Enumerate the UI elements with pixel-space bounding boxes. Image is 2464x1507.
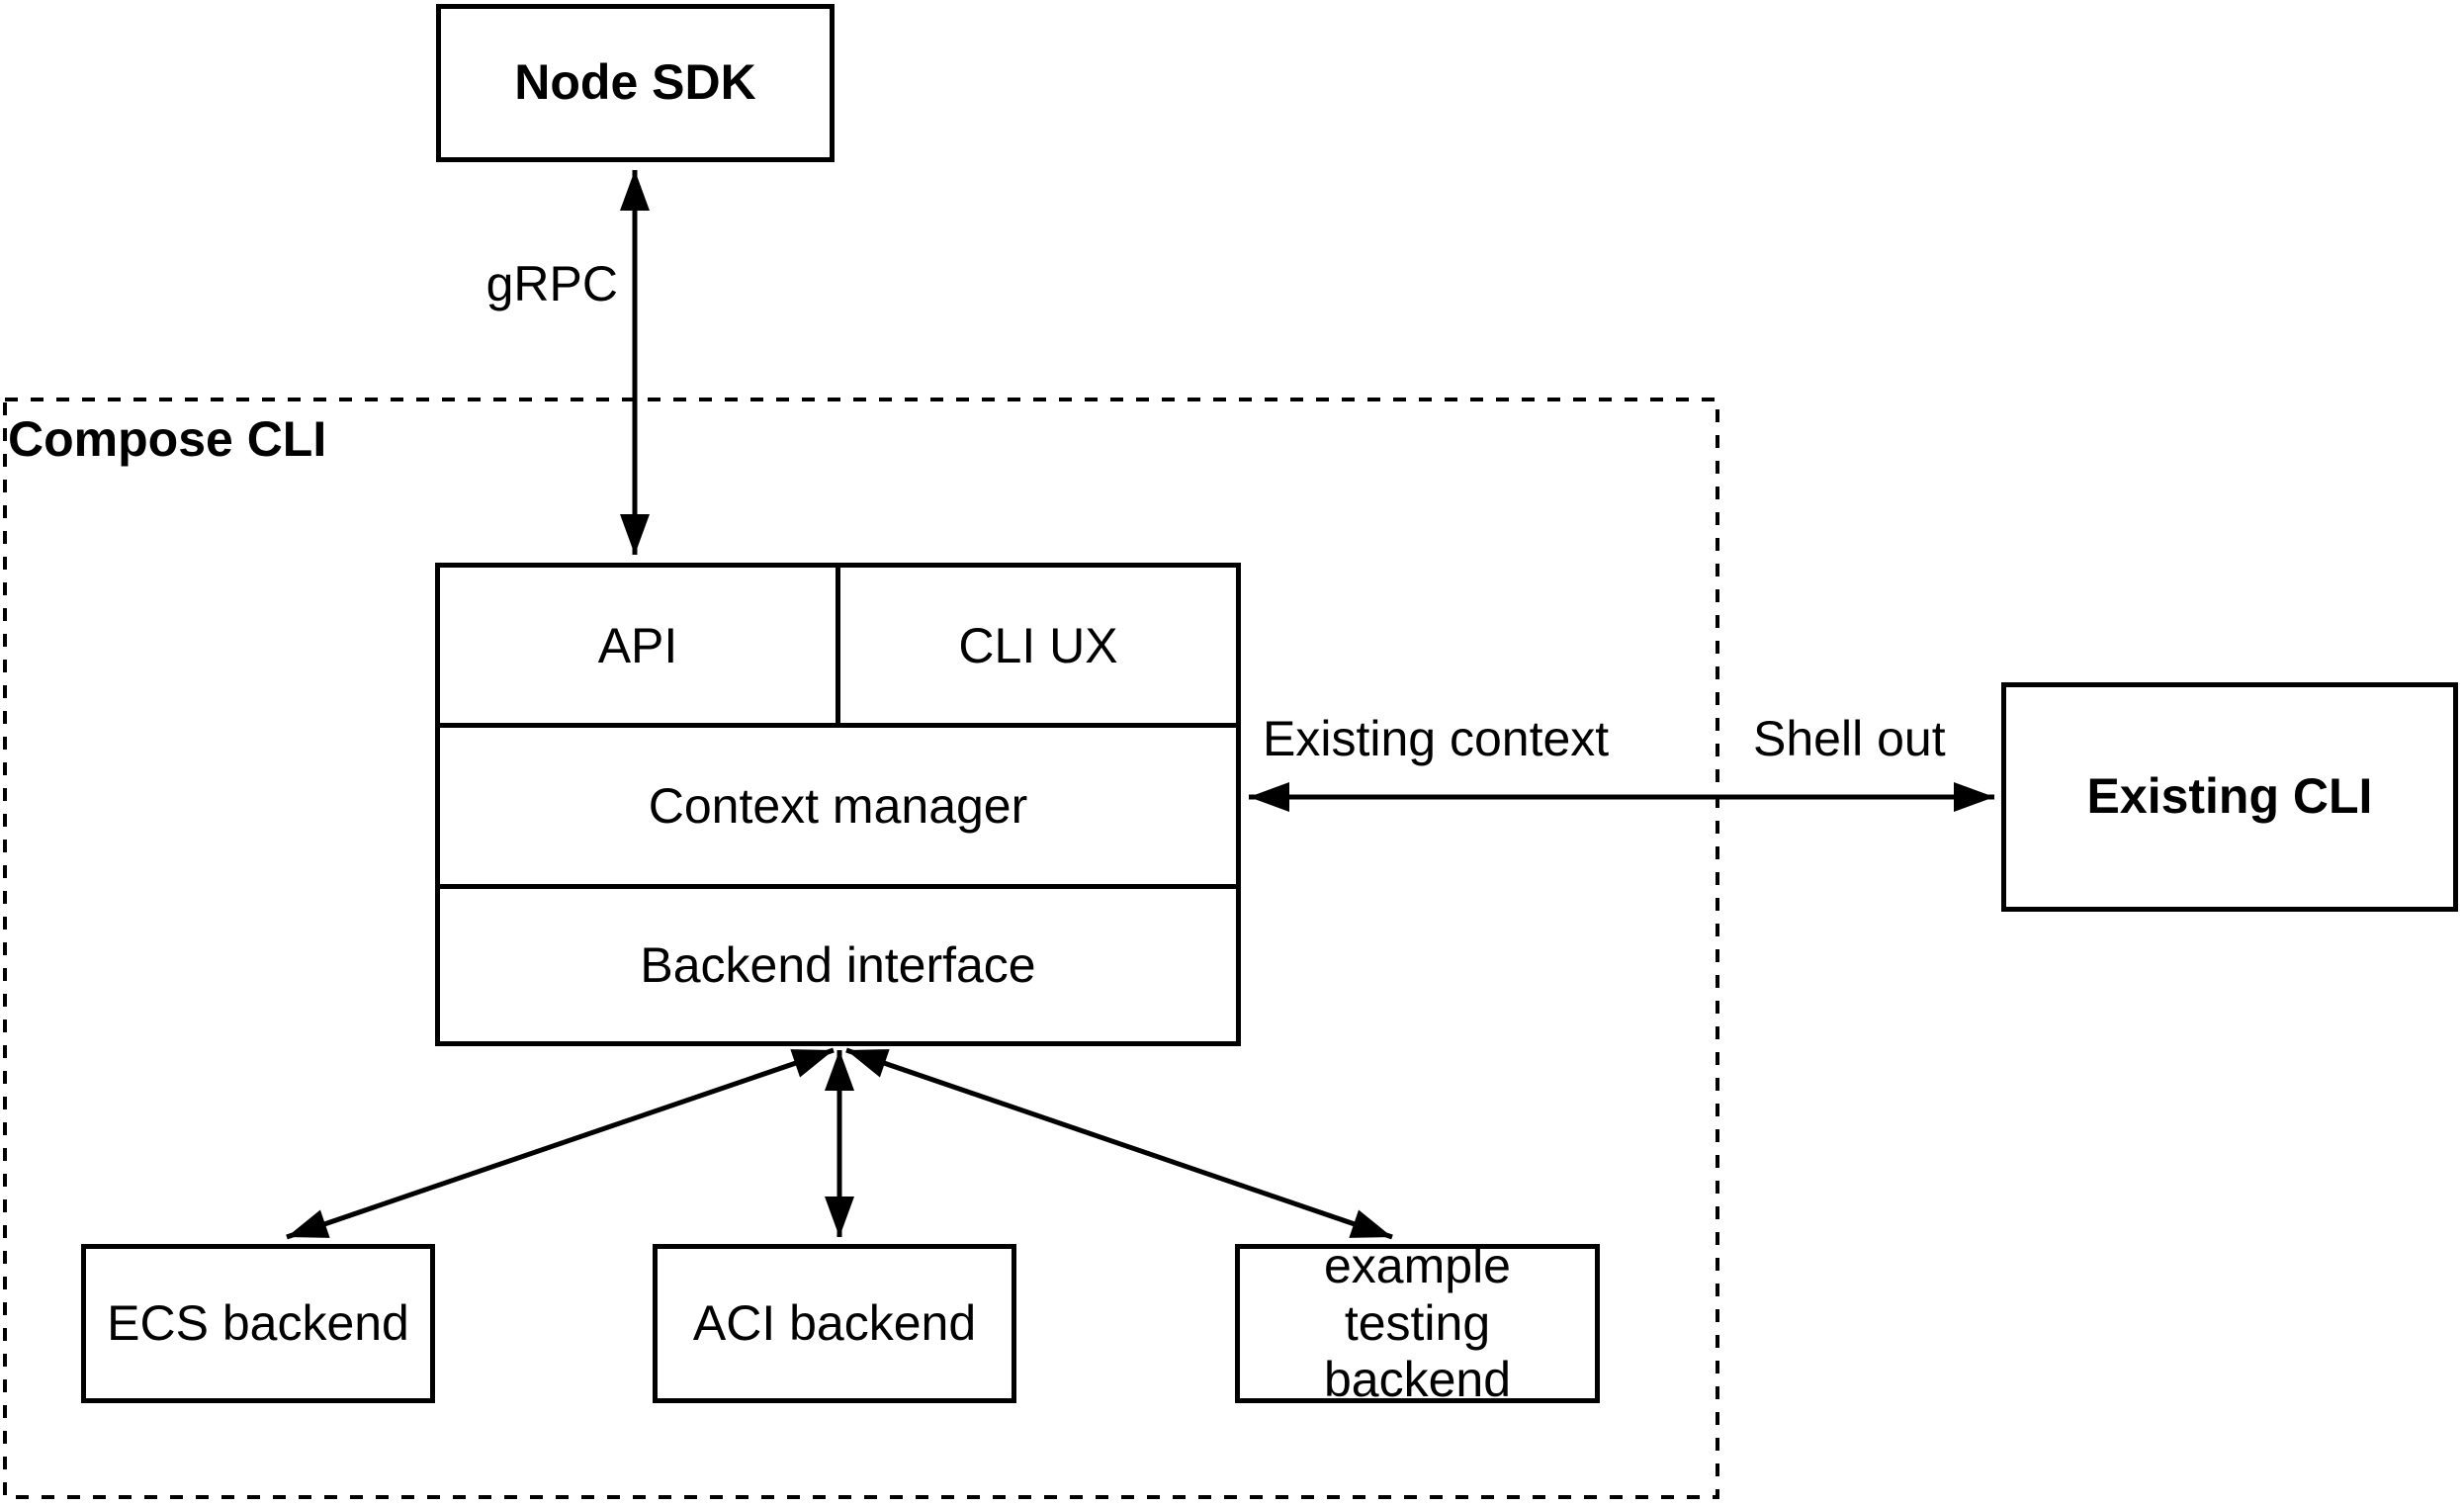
cli-ux-box: CLI UX — [840, 568, 1236, 723]
context-manager-label: Context manager — [648, 778, 1028, 834]
node-sdk-label: Node SDK — [514, 54, 756, 111]
api-label: API — [597, 617, 678, 673]
compose-cli-stack-box: API CLI UX Context manager Backend inter… — [435, 563, 1241, 1046]
backend-interface-label: Backend interface — [640, 937, 1036, 993]
backend-interface-box: Backend interface — [440, 889, 1236, 1041]
context-manager-box: Context manager — [440, 728, 1236, 889]
grpc-edge-label: gRPC — [485, 256, 618, 311]
compose-cli-container-label: Compose CLI — [8, 411, 327, 467]
existing-context-edge-label: Existing context — [1263, 711, 1610, 766]
example-testing-backend-box: example testing backend — [1235, 1238, 1600, 1407]
shell-out-edge-label: Shell out — [1753, 711, 1946, 766]
stack-top-row: API CLI UX — [440, 568, 1236, 728]
aci-backend-box: ACI backend — [653, 1244, 1016, 1403]
ecs-backend-box: ECS backend — [81, 1244, 435, 1403]
compose-cli-container-border — [3, 398, 1719, 1499]
backend-to-ecs-arrow — [286, 1047, 835, 1240]
backend-to-example-arrow — [845, 1047, 1393, 1240]
node-sdk-box: Node SDK — [436, 4, 835, 162]
ecs-backend-label: ECS backend — [107, 1294, 409, 1351]
existing-cli-label: Existing CLI — [2086, 768, 2373, 825]
example-testing-backend-label: example testing backend — [1323, 1238, 1512, 1408]
existing-cli-box: Existing CLI — [2001, 682, 2458, 912]
cli-ux-label: CLI UX — [958, 617, 1118, 673]
api-box: API — [440, 568, 840, 723]
aci-backend-label: ACI backend — [692, 1294, 977, 1351]
